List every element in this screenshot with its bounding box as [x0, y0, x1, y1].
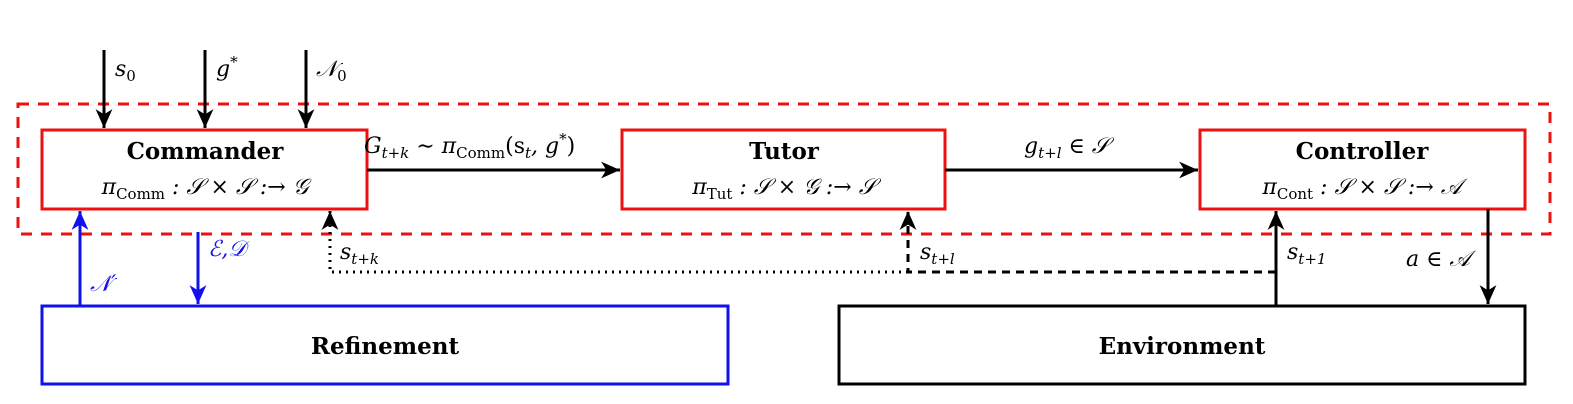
n0-label: 𝒩0 [316, 57, 347, 85]
stl-label: st+l [920, 240, 955, 268]
tutor-policy: πTut : 𝒮 × 𝒢 :→ 𝒮 [691, 175, 882, 203]
state-to-commander-dotted [321, 211, 908, 274]
gstar-label: g* [216, 53, 238, 82]
nprime-label: 𝒩′ [90, 272, 118, 297]
controller-title: Controller [1296, 138, 1430, 165]
refinement-box [40, 304, 730, 386]
goal-label: gt+l ∈ 𝒮 [1024, 134, 1115, 162]
refinement-title: Refinement [311, 333, 460, 360]
state-to-tutor-dashed [899, 211, 1276, 274]
commander-title: Commander [127, 138, 285, 165]
tutor-title: Tutor [749, 138, 820, 165]
ed-label: ℰ,𝒟 [208, 237, 250, 262]
s0-label: s0 [115, 57, 136, 85]
stk-label: st+k [340, 240, 379, 268]
action-label: a ∈ 𝒜 [1406, 247, 1476, 272]
controller-box [1198, 128, 1527, 211]
controller-policy: πCont : 𝒮 × 𝒮 :→ 𝒜 [1261, 175, 1467, 203]
st1-label: st+1 [1287, 240, 1326, 268]
environment-title: Environment [1099, 333, 1266, 360]
commander-policy: πComm : 𝒮 × 𝒮 :→ 𝒢 [101, 175, 312, 203]
hierarchy-boundary [16, 102, 1552, 236]
subgoal-label: Gt+k ∼ πComm(st, g*) [364, 130, 575, 162]
environment-box [837, 304, 1527, 386]
